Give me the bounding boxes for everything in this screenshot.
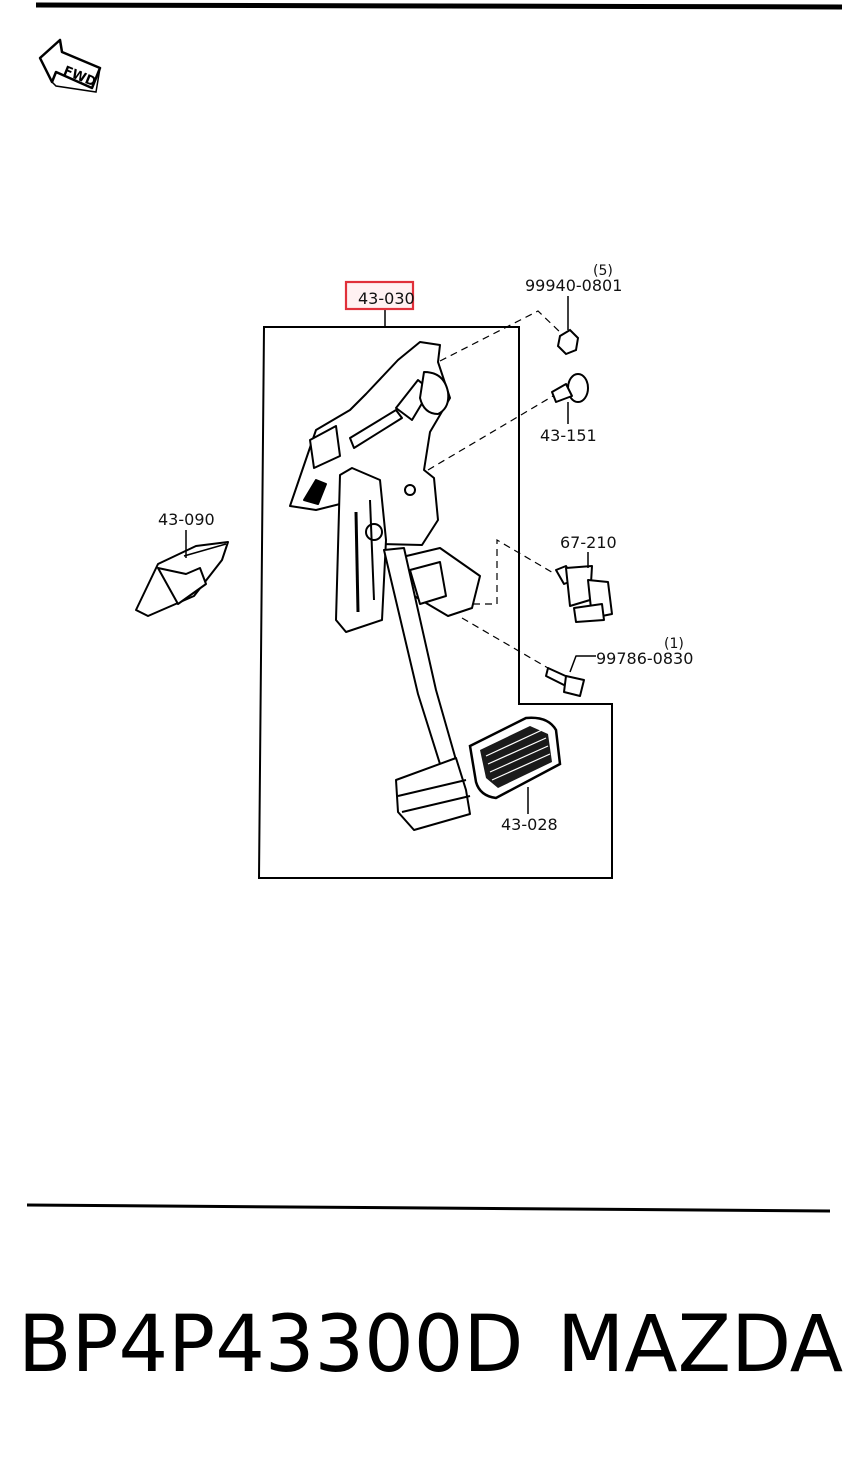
- selected-callout-highlight: [344, 280, 415, 311]
- callout-bracket: 43-090: [158, 510, 215, 529]
- callout-switch: 67-210: [560, 533, 617, 552]
- nut-part: [556, 296, 580, 356]
- pedal-foot: [395, 757, 471, 831]
- side-bracket: [135, 530, 229, 617]
- callout-pad: 43-028: [501, 815, 558, 834]
- brand-name: MAZDA: [557, 1300, 844, 1390]
- part-footer: BP4P43300D MAZDA: [0, 1290, 864, 1400]
- bottom-rule: [26, 1203, 831, 1213]
- callout-screw: 99786-0830: [596, 649, 693, 668]
- callout-nut: 99940-0801: [525, 276, 622, 295]
- screw-part: [545, 655, 596, 697]
- stop-switch-part: [555, 552, 613, 623]
- part-number: BP4P43300D: [18, 1300, 524, 1390]
- fwd-arrow-icon: FWD: [38, 38, 102, 93]
- callout-screw-qty: (1): [664, 636, 684, 652]
- assembly-frame: [257, 326, 613, 879]
- dashed-leaders: [427, 310, 563, 669]
- callout-bolt: 43-151: [540, 426, 597, 445]
- callout-assembly: 43-030: [358, 289, 415, 308]
- top-rule: [35, 2, 843, 10]
- pedal-bracket-body: [289, 341, 451, 633]
- bolt-part: [551, 373, 589, 424]
- pedal-pad: [468, 716, 562, 814]
- callout-nut-qty: (5): [593, 263, 613, 279]
